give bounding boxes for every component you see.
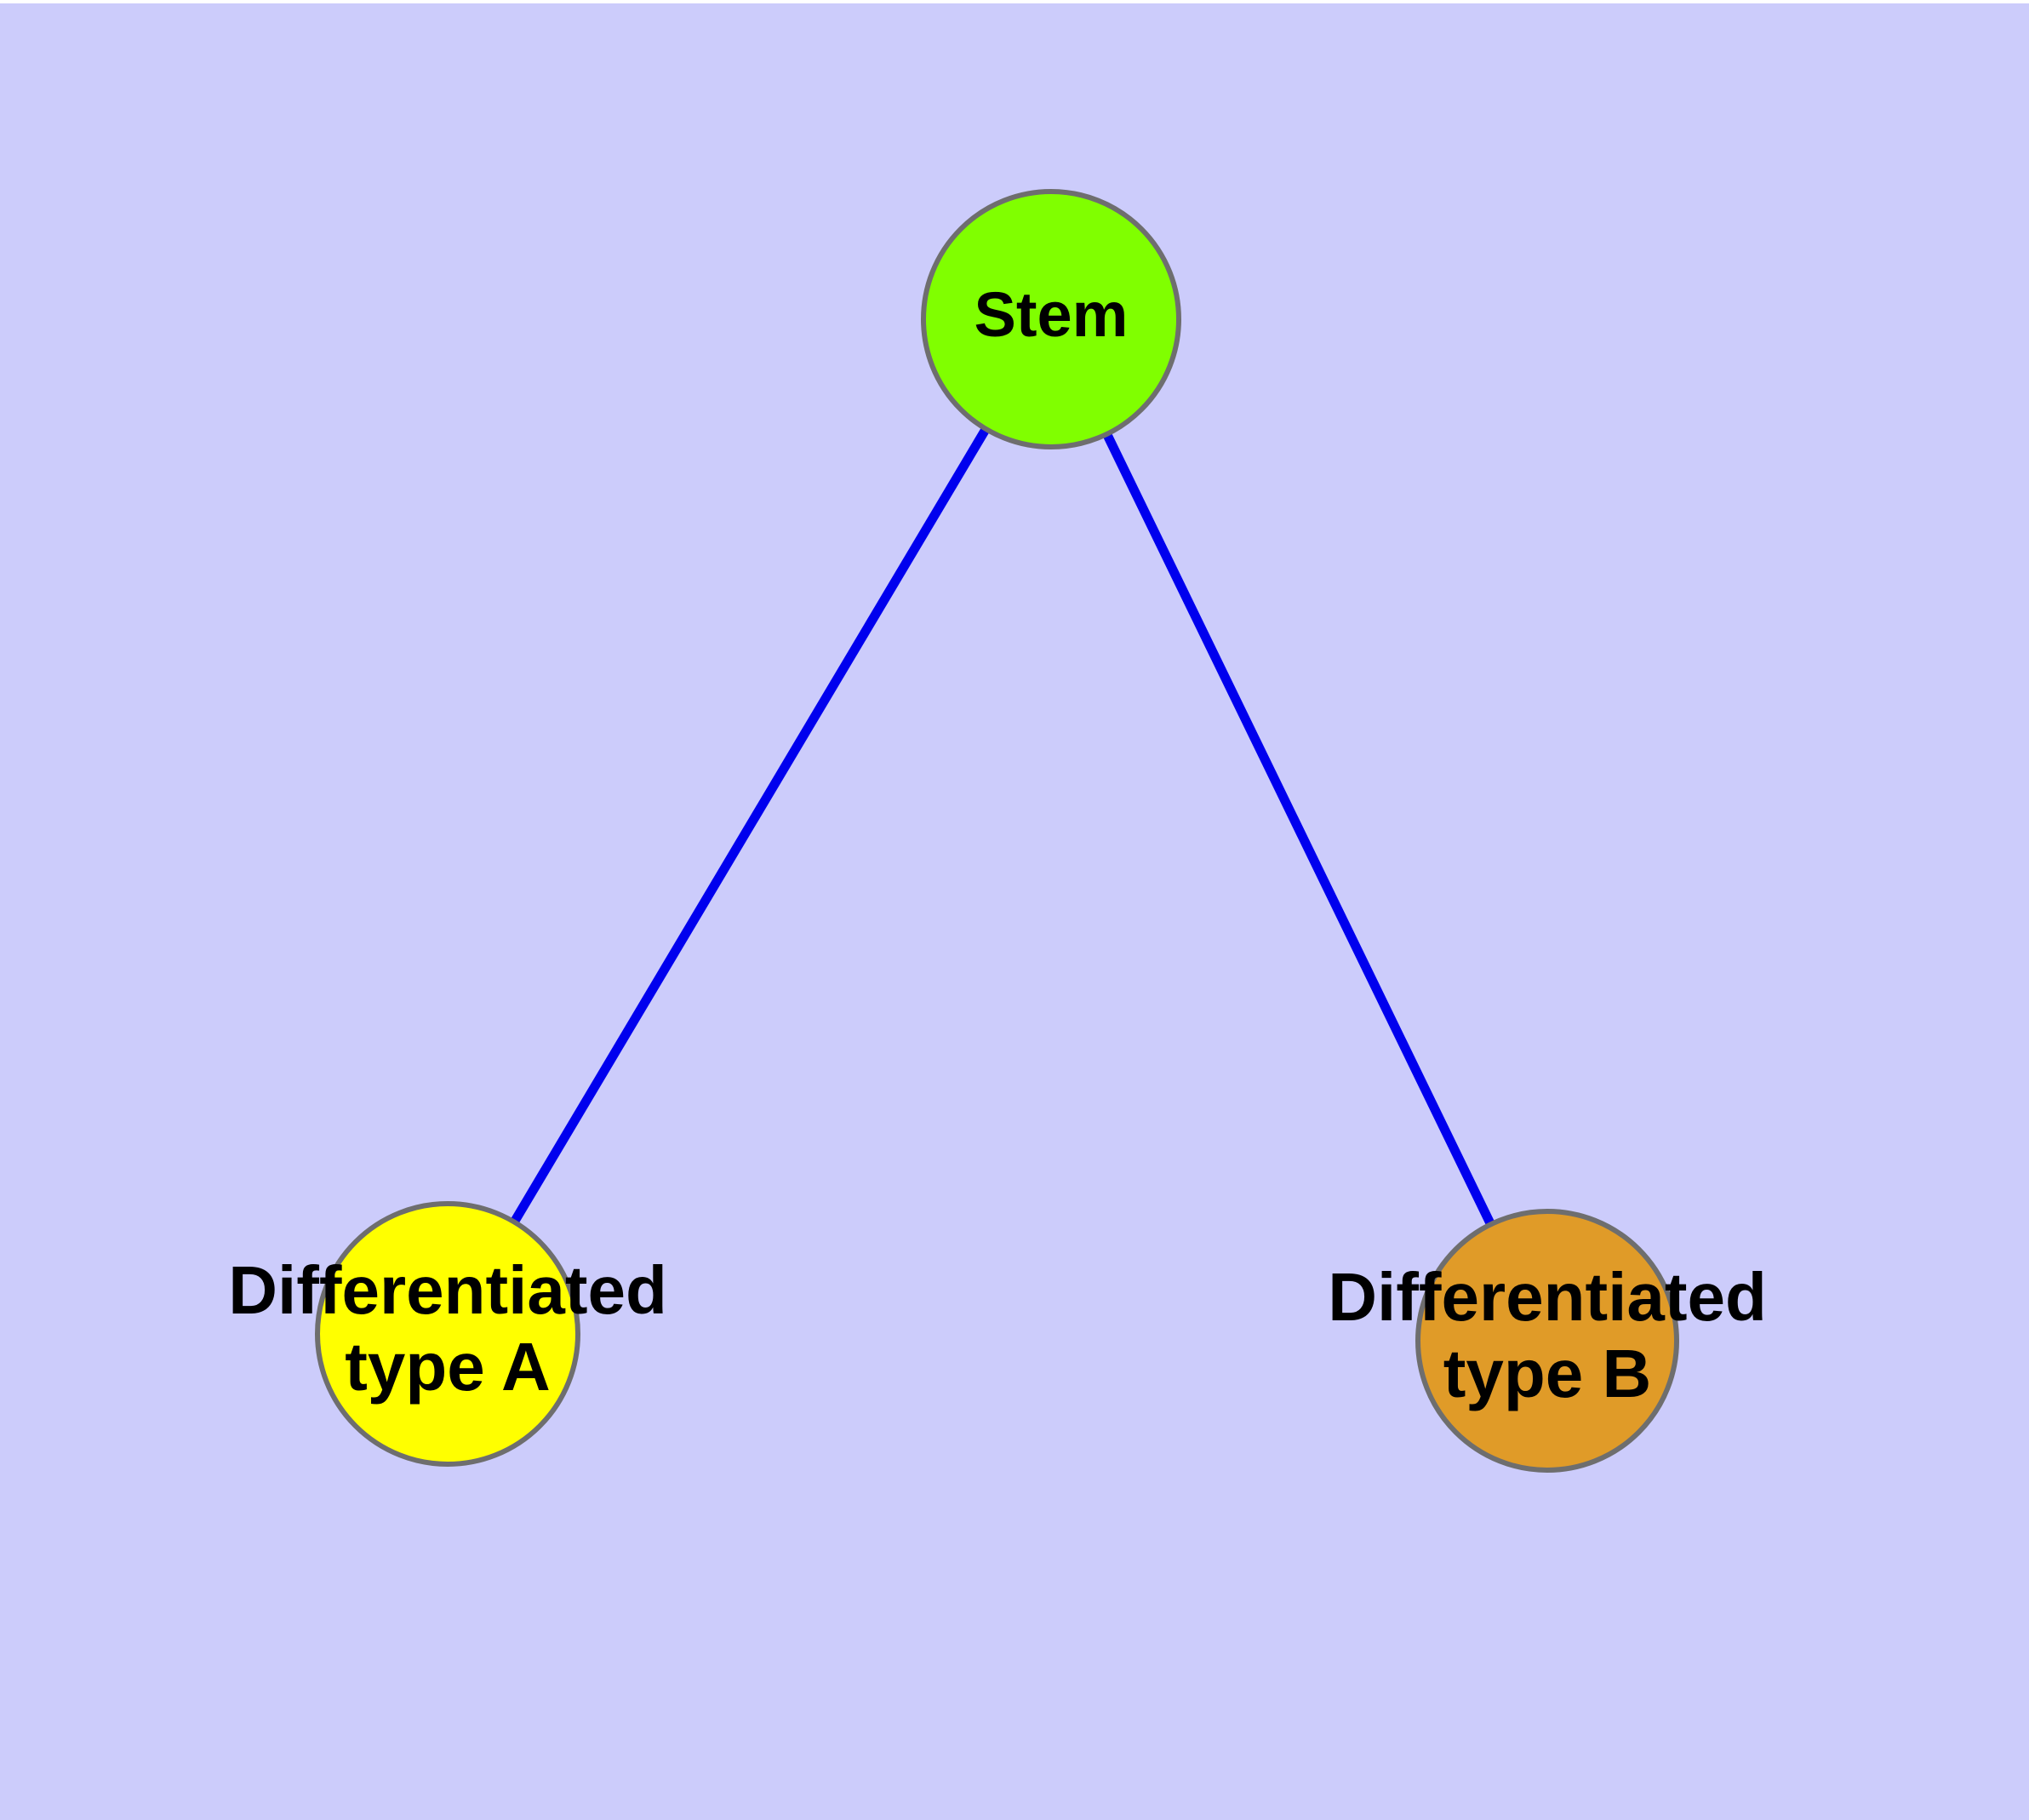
edge-stem-to-differentiated-type-a[interactable] <box>510 426 991 1225</box>
node-differentiated-type-b-circle[interactable] <box>1415 1209 1679 1473</box>
node-stem-label: Stem <box>974 279 1129 350</box>
edges-layer <box>510 426 1495 1227</box>
node-stem[interactable]: Stem <box>921 189 1181 449</box>
node-label-line: type B <box>1443 1336 1652 1411</box>
node-label-line: Differentiated <box>228 1252 667 1328</box>
node-label-line: Stem <box>974 279 1129 350</box>
node-label-line: type A <box>345 1329 551 1405</box>
node-differentiated-type-a-circle[interactable] <box>315 1201 580 1467</box>
edge-stem-to-differentiated-type-b[interactable] <box>1102 432 1495 1227</box>
node-stem-circle[interactable] <box>921 189 1181 449</box>
node-label-line: Differentiated <box>1328 1259 1767 1335</box>
